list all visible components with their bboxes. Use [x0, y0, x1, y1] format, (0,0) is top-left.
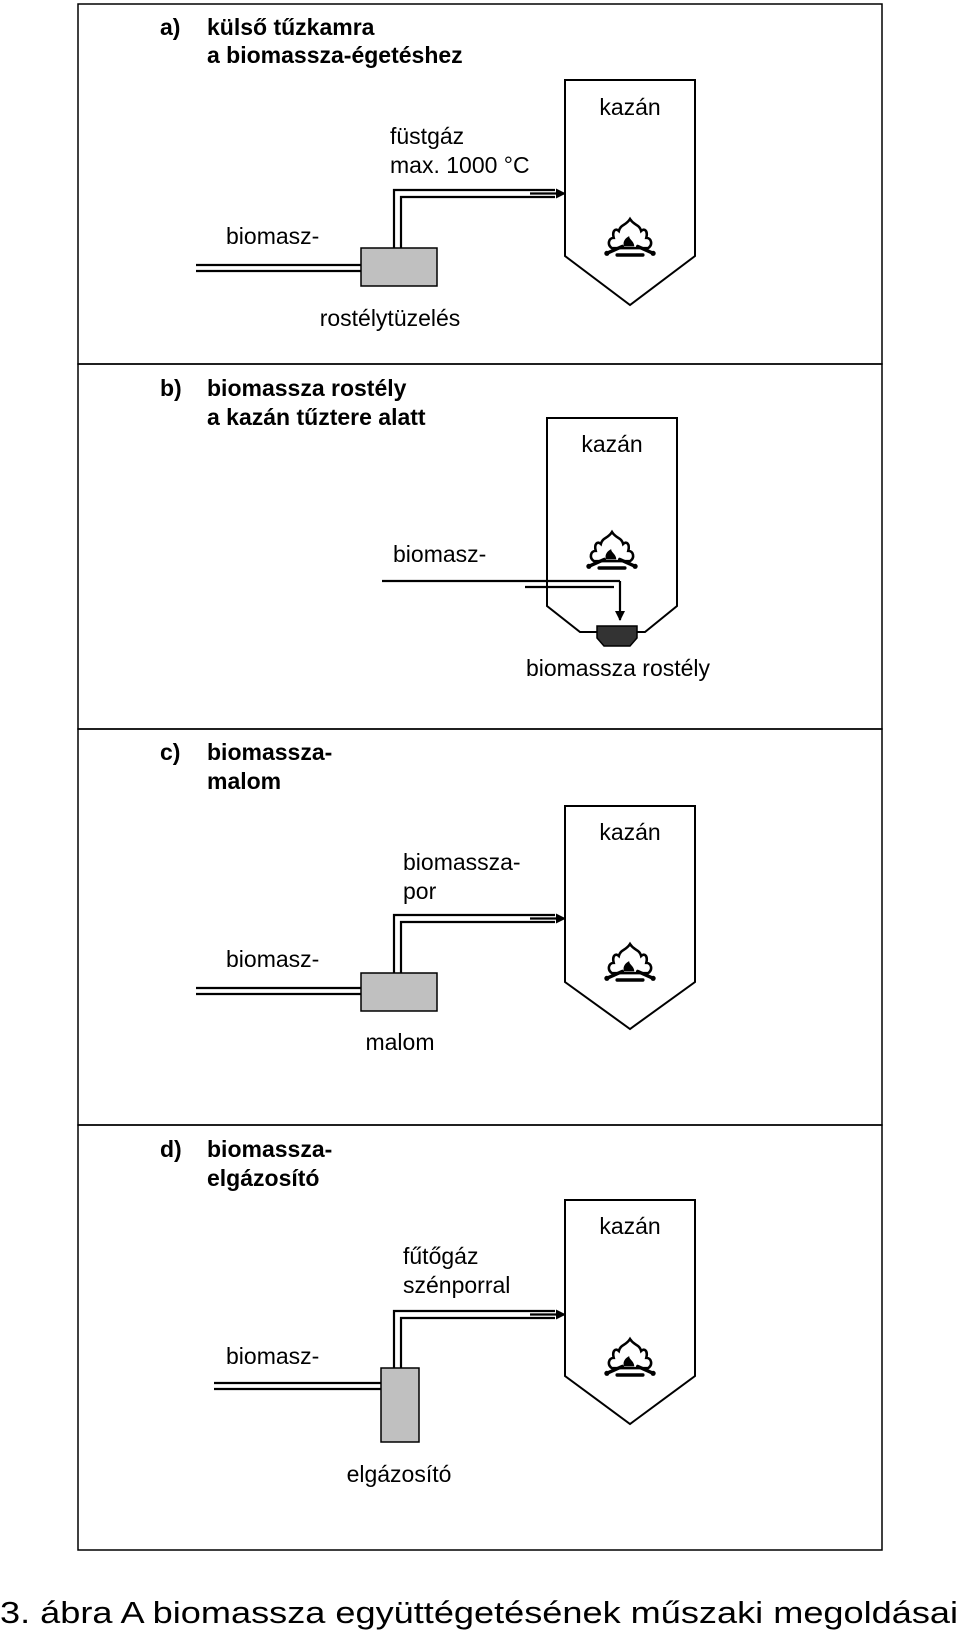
panel-d-title-line1: biomassza- [207, 1136, 332, 1162]
panel-b: b) biomassza rostély a kazán tűztere ala… [77, 363, 883, 730]
panel-a-boiler [564, 79, 696, 307]
panel-c-boiler [564, 805, 696, 1031]
panel-b-boiler-label: kazán [581, 431, 642, 457]
panel-a: a) külső tűzkamra a biomassza-égetéshez … [77, 3, 883, 365]
panel-a-title-line1: külső tűzkamra [207, 14, 375, 40]
panel-c-frame [77, 728, 883, 1126]
panel-a-flow-label-line1: füstgáz [390, 123, 464, 149]
panel-d-title-line2: elgázosító [207, 1165, 319, 1191]
figure-caption: 3. ábra A biomassza együttégetésének műs… [0, 1595, 958, 1630]
panel-a-frame [77, 3, 883, 365]
panel-d-unit-label: elgázosító [347, 1461, 452, 1487]
panel-a-unit [360, 247, 438, 287]
panel-b-grate [596, 625, 638, 647]
panel-d-flow-label-line2: szénporral [403, 1272, 510, 1298]
panel-d-frame [77, 1124, 883, 1551]
panel-a-flow-label-line2: max. 1000 °C [390, 152, 530, 178]
panel-b-title-line1: biomassza rostély [207, 375, 407, 401]
panel-b-input-label: biomasz- [393, 541, 486, 567]
panel-a-title-line2: a biomassza-égetéshez [207, 42, 463, 68]
panel-c-flow-label-line2: por [403, 878, 437, 904]
panel-c-unit-label: malom [365, 1029, 434, 1055]
panel-c-unit [360, 972, 438, 1012]
panel-b-letter: b) [160, 375, 182, 401]
panel-c-input-label: biomasz- [226, 946, 319, 972]
panel-d-flow-pipe-outer [392, 1309, 555, 1368]
panel-c-boiler-label: kazán [599, 819, 660, 845]
panel-a-unit-label: rostélytüzelés [320, 305, 461, 331]
panel-a-input-label: biomasz- [226, 223, 319, 249]
panel-a-flow-pipe-inner [399, 195, 555, 248]
panel-d: d) biomassza- elgázosító kazán biomasz- … [77, 1124, 883, 1551]
panel-d-boiler-label: kazán [599, 1213, 660, 1239]
panel-c-flow-pipe-inner [399, 920, 555, 973]
panel-d-boiler [564, 1199, 696, 1426]
panel-c-title-line2: malom [207, 768, 281, 794]
panel-d-flow-label-line1: fűtőgáz [403, 1243, 478, 1269]
panel-c-title-line1: biomassza- [207, 739, 332, 765]
panel-c-letter: c) [160, 739, 180, 765]
panel-a-flow-pipe-outer [392, 188, 555, 248]
panel-d-letter: d) [160, 1136, 182, 1162]
panel-d-flow-pipe-inner [399, 1316, 555, 1368]
panel-c: c) biomassza- malom kazán biomasz- malom… [77, 728, 883, 1126]
panel-a-letter: a) [160, 14, 180, 40]
panel-a-boiler-label: kazán [599, 94, 660, 120]
panel-b-boiler [546, 417, 678, 633]
panel-b-unit-label: biomassza rostély [526, 655, 711, 681]
panel-b-title-line2: a kazán tűztere alatt [207, 404, 426, 430]
panel-c-flow-label-line1: biomassza- [403, 849, 521, 875]
panel-d-unit [380, 1367, 420, 1443]
panel-c-flow-pipe-outer [392, 913, 555, 973]
panel-d-input-label: biomasz- [226, 1343, 319, 1369]
